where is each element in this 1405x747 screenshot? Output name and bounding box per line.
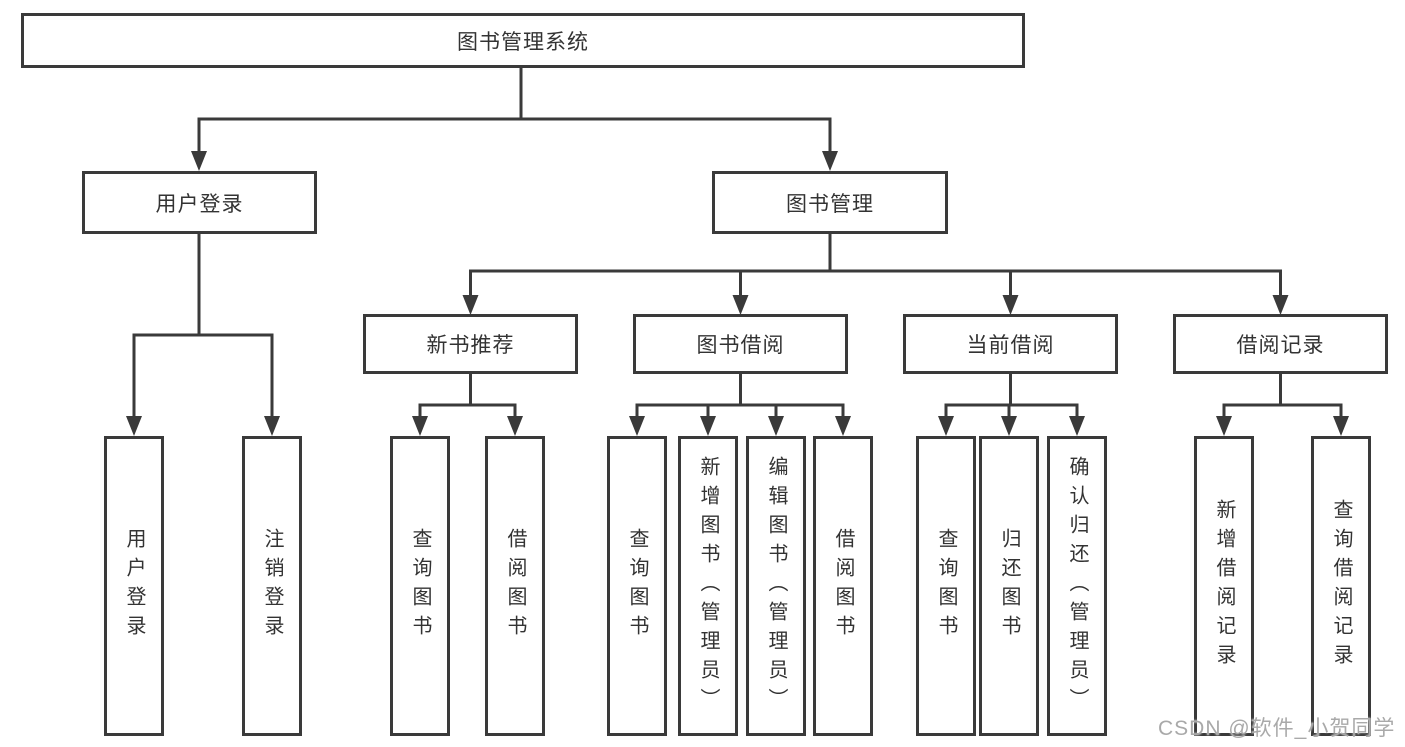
leaf-query-books-borrowing-label: 查询图书 [626,528,648,644]
leaf-edit-books-admin-label: 编辑图书（管理员） [765,455,787,717]
leaf-borrow-books: 借阅图书 [813,436,873,736]
node-current-borrowing-label: 当前借阅 [966,334,1055,357]
leaf-logout: 注销登录 [242,436,302,736]
node-book-management-label: 图书管理 [786,192,874,216]
leaf-add-books-admin: 新增图书（管理员） [678,436,738,736]
node-library-management-system: 图书管理系统 [21,13,1025,68]
node-new-book-recommendation: 新书推荐 [363,314,578,374]
connector-root-to-level2 [191,68,838,171]
node-borrowing-records: 借阅记录 [1173,314,1388,374]
leaf-confirm-return-admin-label: 确认归还（管理员） [1066,455,1088,717]
leaf-query-borrow-record: 查询借阅记录 [1311,436,1371,736]
csdn-watermark: CSDN @软件_小贺同学 [1158,717,1396,740]
leaf-query-books-recommend-label: 查询图书 [409,528,431,644]
leaf-query-books-borrowing: 查询图书 [607,436,667,736]
node-book-management: 图书管理 [712,171,948,234]
node-library-management-system-label: 图书管理系统 [457,30,589,54]
leaf-logout-label: 注销登录 [261,528,283,644]
leaf-add-books-admin-label: 新增图书（管理员） [697,455,719,717]
connector-new-book-recommendation-to-leaves [412,374,523,436]
node-user-login-branch-label: 用户登录 [155,192,244,216]
node-book-borrowing-label: 图书借阅 [696,334,785,357]
node-new-book-recommendation-label: 新书推荐 [426,334,515,357]
leaf-confirm-return-admin: 确认归还（管理员） [1047,436,1107,736]
leaf-return-books-label: 归还图书 [998,528,1020,644]
leaf-edit-books-admin: 编辑图书（管理员） [746,436,806,736]
leaf-add-borrow-record: 新增借阅记录 [1194,436,1254,736]
connector-borrowing-records-to-leaves [1216,374,1349,436]
leaf-add-borrow-record-label: 新增借阅记录 [1213,499,1235,673]
node-borrowing-records-label: 借阅记录 [1236,334,1325,357]
leaf-return-books: 归还图书 [979,436,1039,736]
leaf-query-borrow-record-label: 查询借阅记录 [1330,499,1352,673]
connector-user-login-to-leaves [126,234,280,436]
leaf-borrow-books-recommend: 借阅图书 [485,436,545,736]
connector-current-borrowing-to-leaves [938,374,1085,436]
node-user-login-branch: 用户登录 [82,171,317,234]
leaf-query-books-recommend: 查询图书 [390,436,450,736]
leaf-borrow-books-recommend-label: 借阅图书 [504,528,526,644]
node-book-borrowing: 图书借阅 [633,314,848,374]
leaf-borrow-books-label: 借阅图书 [832,528,854,644]
leaf-query-books-current-label: 查询图书 [935,528,957,644]
leaf-user-login: 用户登录 [104,436,164,736]
connector-book-borrowing-to-leaves [629,374,851,436]
leaf-query-books-current: 查询图书 [916,436,976,736]
connector-book-management-to-level3 [462,234,1289,315]
leaf-user-login-label: 用户登录 [123,528,145,644]
node-current-borrowing: 当前借阅 [903,314,1118,374]
